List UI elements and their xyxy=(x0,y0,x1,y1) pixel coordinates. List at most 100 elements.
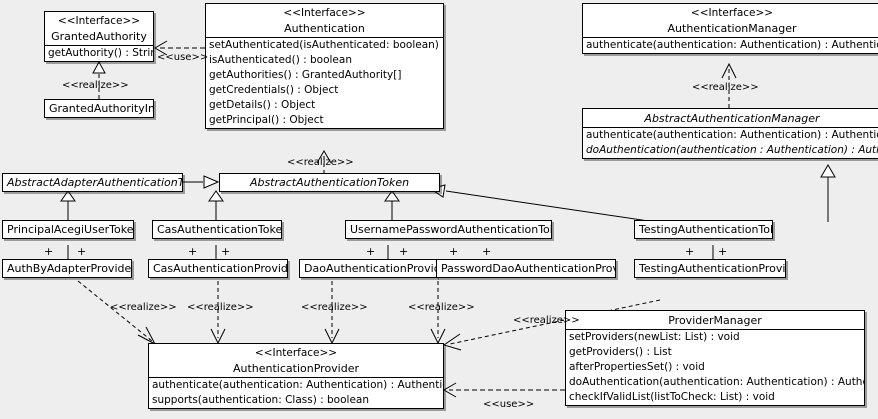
member-row: getAuthorities() : GrantedAuthority[] xyxy=(209,69,402,81)
class-header-testing-authentication-token: TestingAuthenticationToken xyxy=(635,221,772,238)
class-box-abstract-adapter-authentication-token[interactable]: AbstractAdapterAuthenticationToken xyxy=(2,173,183,192)
association-marker: + xyxy=(449,245,459,258)
class-header-auth-by-adapter-provider: AuthByAdapterProvider xyxy=(3,260,131,277)
class-name-label: AuthByAdapterProvider xyxy=(7,262,131,275)
member-row: getDetails() : Object xyxy=(209,99,316,111)
association-marker: + xyxy=(366,245,376,258)
member-row: authenticate(authentication: Authenticat… xyxy=(586,39,878,51)
relationship-label-realize-dao-provider: <<realize>> xyxy=(301,302,368,313)
association-marker: + xyxy=(685,245,695,258)
stereotype-label: <<Interface>> xyxy=(283,7,366,19)
class-header-abstract-adapter-authentication-token: AbstractAdapterAuthenticationToken xyxy=(3,174,182,191)
member-row: authenticate(authentication: Authenticat… xyxy=(152,379,443,391)
class-header-password-dao-authentication-provider: PasswordDaoAuthenticationProvider xyxy=(437,260,615,277)
class-box-dao-authentication-provider[interactable]: DaoAuthenticationProvider xyxy=(299,259,437,278)
class-box-authentication-provider[interactable]: <<Interface>> AuthenticationProvider aut… xyxy=(148,343,444,409)
class-name-label: GrantedAuthority xyxy=(51,30,147,43)
class-name-label: DaoAuthenticationProvider xyxy=(304,262,436,275)
class-header-testing-authentication-provider: TestingAuthenticationProvider xyxy=(635,260,785,277)
class-name-label: AbstractAuthenticationToken xyxy=(249,176,410,189)
class-members-authentication-manager: authenticate(authentication: Authenticat… xyxy=(583,38,878,53)
class-header-username-password-authentication-token: UsernamePasswordAuthenticationToken xyxy=(346,221,551,238)
class-header-cas-authentication-token: CasAuthenticationToken xyxy=(153,221,281,238)
member-row: doAuthentication(authentication: Authent… xyxy=(569,376,864,388)
class-divider xyxy=(583,37,878,38)
relationship-label-realize-abstract-authentication-token: <<realize>> xyxy=(287,157,354,168)
relationship-label-realize-granted-authority-impl: <<realize>> xyxy=(62,80,129,91)
class-members-authentication: setAuthenticated(isAuthenticated: boolea… xyxy=(206,38,443,128)
stereotype-label: <<Interface>> xyxy=(690,7,774,19)
class-divider xyxy=(149,377,443,378)
association-marker: + xyxy=(77,245,87,258)
association-marker: + xyxy=(44,245,54,258)
class-header-granted-authority: <<Interface>> GrantedAuthority xyxy=(45,12,153,45)
class-name-label: AuthenticationProvider xyxy=(232,362,360,375)
class-box-granted-authority-impl[interactable]: GrantedAuthorityImpl xyxy=(44,99,154,118)
relationship-label-realize-auth-by-adapter: <<realize>> xyxy=(110,302,177,313)
class-header-abstract-authentication-manager: AbstractAuthenticationManager xyxy=(583,109,878,127)
member-row: setProviders(newList: List) : void xyxy=(569,331,740,343)
class-box-provider-manager[interactable]: ProviderManager setProviders(newList: Li… xyxy=(565,310,865,406)
relationship-label-realize-password-dao-provider: <<realize>> xyxy=(408,302,475,313)
class-name-label: UsernamePasswordAuthenticationToken xyxy=(350,223,551,236)
association-marker: + xyxy=(188,245,198,258)
class-header-dao-authentication-provider: DaoAuthenticationProvider xyxy=(300,260,436,277)
member-row: supports(authentication: Class) : boolea… xyxy=(152,394,369,406)
member-row: getPrincipal() : Object xyxy=(209,114,324,126)
class-name-label: Authentication xyxy=(284,22,365,35)
class-box-authentication[interactable]: <<Interface>> Authentication setAuthenti… xyxy=(205,3,444,129)
class-box-authentication-manager[interactable]: <<Interface>> AuthenticationManager auth… xyxy=(582,3,878,54)
stereotype-label: <<Interface>> xyxy=(254,347,338,359)
class-box-principal-acegi-user-token[interactable]: PrincipalAcegiUserToken xyxy=(2,220,134,239)
member-row: doAuthentication(authentication : Authen… xyxy=(586,144,878,156)
member-row: checkIfValidList(listToCheck: List) : vo… xyxy=(569,391,775,403)
relationship-label-use-granted-authority: <<use>> xyxy=(157,52,209,63)
class-box-cas-authentication-provider[interactable]: CasAuthenticationProvider xyxy=(148,259,288,278)
class-header-principal-acegi-user-token: PrincipalAcegiUserToken xyxy=(3,221,133,238)
class-name-label: TestingAuthenticationToken xyxy=(639,223,772,236)
relationship-label-realize-cas-provider: <<realize>> xyxy=(187,302,254,313)
class-members-authentication-provider: authenticate(authentication: Authenticat… xyxy=(149,378,443,408)
class-box-username-password-authentication-token[interactable]: UsernamePasswordAuthenticationToken xyxy=(345,220,552,239)
member-row: setAuthenticated(isAuthenticated: boolea… xyxy=(209,39,443,51)
class-box-testing-authentication-token[interactable]: TestingAuthenticationToken xyxy=(634,220,773,239)
class-header-authentication-provider: <<Interface>> AuthenticationProvider xyxy=(149,344,443,377)
member-row: getProviders() : List xyxy=(569,346,672,358)
member-row: getAuthority() : String xyxy=(48,47,153,59)
class-name-label: CasAuthenticationToken xyxy=(157,223,281,236)
class-divider xyxy=(583,127,878,128)
class-name-label: AbstractAdapterAuthenticationToken xyxy=(7,176,182,189)
class-box-cas-authentication-token[interactable]: CasAuthenticationToken xyxy=(152,220,282,239)
class-header-authentication-manager: <<Interface>> AuthenticationManager xyxy=(583,4,878,37)
association-marker: + xyxy=(718,245,728,258)
relationship-label-realize-provider-manager: <<realize>> xyxy=(513,315,580,326)
class-box-testing-authentication-provider[interactable]: TestingAuthenticationProvider xyxy=(634,259,786,278)
class-name-label: CasAuthenticationProvider xyxy=(153,262,287,275)
class-name-label: PasswordDaoAuthenticationProvider xyxy=(441,262,615,275)
member-row: isAuthenticated() : boolean xyxy=(209,54,352,66)
class-name-label: ProviderManager xyxy=(668,314,762,327)
class-members-provider-manager: setProviders(newList: List) : void getPr… xyxy=(566,330,864,405)
relationship-label-use-provider-manager: <<use>> xyxy=(483,399,535,410)
class-box-abstract-authentication-token[interactable]: AbstractAuthenticationToken xyxy=(219,173,440,192)
member-row: authenticate(authentication: Authenticat… xyxy=(586,129,878,141)
class-header-provider-manager: ProviderManager xyxy=(566,311,864,329)
class-name-label: PrincipalAcegiUserToken xyxy=(7,223,133,236)
relationship-label-realize-abstract-authentication-manager: <<realize>> xyxy=(692,82,759,93)
class-header-authentication: <<Interface>> Authentication xyxy=(206,4,443,37)
member-row: afterPropertiesSet() : void xyxy=(569,361,705,373)
class-name-label: TestingAuthenticationProvider xyxy=(639,262,785,275)
class-box-auth-by-adapter-provider[interactable]: AuthByAdapterProvider xyxy=(2,259,132,278)
association-marker: + xyxy=(399,245,409,258)
association-marker: + xyxy=(221,245,231,258)
class-name-label: AuthenticationManager xyxy=(667,22,797,35)
class-box-granted-authority[interactable]: <<Interface>> GrantedAuthority getAuthor… xyxy=(44,11,154,62)
class-members-granted-authority: getAuthority() : String xyxy=(45,46,153,61)
member-row: getCredentials() : Object xyxy=(209,84,339,96)
class-box-abstract-authentication-manager[interactable]: AbstractAuthenticationManager authentica… xyxy=(582,108,878,159)
stereotype-label: <<Interface>> xyxy=(57,15,141,27)
association-marker: + xyxy=(482,245,492,258)
class-header-abstract-authentication-token: AbstractAuthenticationToken xyxy=(220,174,439,191)
class-box-password-dao-authentication-provider[interactable]: PasswordDaoAuthenticationProvider xyxy=(436,259,616,278)
